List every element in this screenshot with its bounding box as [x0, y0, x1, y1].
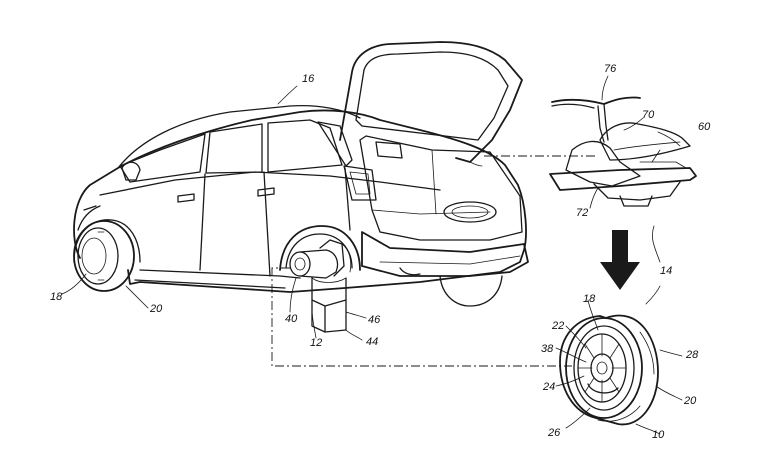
label-wheel-tire: 20 [683, 395, 697, 407]
car-drawing [73, 104, 527, 293]
wheel-assembly-drawing [559, 314, 659, 426]
label-wheel-spokes: 22 [551, 320, 564, 332]
label-wheel-center: 38 [541, 343, 554, 355]
label-unicycle-handlebar: 76 [604, 63, 617, 75]
connector-lines [271, 155, 596, 367]
car-rear-wheel-hub [279, 225, 361, 279]
car-rear-hatch [339, 41, 529, 307]
label-unicycle: 60 [698, 121, 711, 133]
down-arrow [600, 230, 640, 290]
label-rear-hub-adapter: 40 [285, 313, 298, 325]
label-unicycle-seat: 70 [642, 109, 655, 121]
label-car: 16 [302, 73, 315, 85]
reference-numerals: 16 18 20 40 12 46 44 76 70 60 72 14 18 2… [50, 63, 711, 441]
unicycle-drawing [549, 96, 697, 207]
label-wheel-motor: 24 [542, 381, 555, 393]
label-car-front-wheel-tire: 20 [149, 303, 163, 315]
label-car-front-wheel: 18 [50, 291, 63, 303]
leader-lines [61, 75, 683, 435]
label-support-stand-top: 46 [368, 314, 381, 326]
wheel-spokes-lines [577, 333, 627, 403]
label-wheel-assembly: 10 [652, 429, 665, 441]
label-support-stand: 44 [366, 336, 378, 348]
label-wheel-hub-rim: 18 [583, 293, 596, 305]
label-unicycle-frame: 72 [576, 207, 588, 219]
support-stand [311, 277, 347, 333]
car-front-wheel [73, 220, 135, 292]
label-wheel-side: 28 [685, 349, 699, 361]
label-rear-axle: 12 [310, 337, 322, 349]
label-wheel-lower: 26 [547, 427, 561, 439]
label-kit: 14 [660, 265, 672, 277]
